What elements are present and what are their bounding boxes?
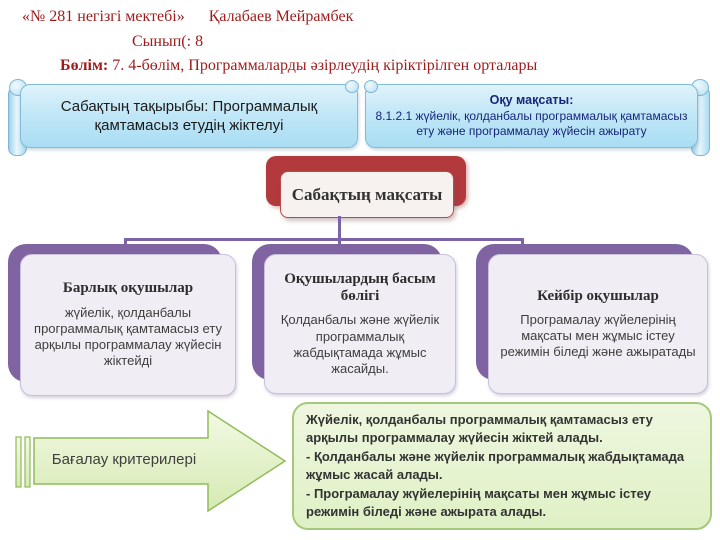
scroll-corner-curl-icon xyxy=(345,80,359,93)
scroll-corner-curl-icon xyxy=(364,80,378,93)
assessment-arrow xyxy=(8,408,293,518)
card-title: Барлық оқушылар xyxy=(62,280,194,297)
goal-box: Сабақтың мақсаты xyxy=(266,156,466,218)
header-line-class: Сынып(: 8 xyxy=(132,33,204,50)
card-title: Оқушылардың басым бөлігі xyxy=(284,270,436,304)
assessment-arrow-label: Бағалау критерилері xyxy=(51,451,197,468)
unit-text: 7. 4-бөлім, Программаларды әзірлеудің кі… xyxy=(108,57,538,74)
header-line-school: «№ 281 негізгі мектебі» Қалабаев Мейрамб… xyxy=(22,8,354,25)
topic-panel: Сабақтың тақырыбы: Программалық қамтамас… xyxy=(20,80,359,148)
header: «№ 281 негізгі мектебі» Қалабаев Мейрамб… xyxy=(0,6,720,78)
connector-vertical xyxy=(338,216,341,240)
card-some-students: Кейбір оқушылар Програмалау жүйелерінің … xyxy=(476,244,708,394)
unit-label: Бөлім: xyxy=(60,57,109,74)
arrow-icon xyxy=(15,409,287,513)
objective-scroll: Оқу мақсаты: 8.1.2.1 жүйелік, қолданбалы… xyxy=(364,76,710,156)
connector-horizontal xyxy=(124,238,524,241)
objective-text: 8.1.2.1 жүйелік, қолданбалы программалық… xyxy=(375,108,688,139)
card-body: Қолданбалы және жүйелік программалық жаб… xyxy=(280,312,440,376)
goal-label: Сабақтың мақсаты xyxy=(280,171,454,218)
topic-scroll: Сабақтың тақырыбы: Программалық қамтамас… xyxy=(8,76,359,156)
card-all-students: Барлық оқушылар жүйелік, қолданбалы прог… xyxy=(8,244,236,396)
card-front: Барлық оқушылар жүйелік, қолданбалы прог… xyxy=(20,254,236,396)
header-line-unit: Бөлім: 7. 4-бөлім, Программаларды әзірле… xyxy=(60,57,537,75)
card-body: Програмалау жүйелерінің мақсаты мен жұмы… xyxy=(500,311,696,360)
objective-panel: Оқу мақсаты: 8.1.2.1 жүйелік, қолданбалы… xyxy=(364,80,698,148)
criteria-box: Жүйелік, қолданбалы программалық қамтама… xyxy=(292,402,712,530)
card-body: жүйелік, қолданбалы программалық қамтама… xyxy=(34,304,222,369)
card-title: Кейбір оқушылар xyxy=(537,287,659,304)
card-front: Оқушылардың басым бөлігі Қолданбалы және… xyxy=(264,254,456,394)
card-most-students: Оқушылардың басым бөлігі Қолданбалы және… xyxy=(252,244,456,394)
topic-text: Сабақтың тақырыбы: Программалық қамтамас… xyxy=(60,97,318,135)
objective-title: Оқу мақсаты: xyxy=(489,93,574,108)
card-front: Кейбір оқушылар Програмалау жүйелерінің … xyxy=(488,254,708,394)
